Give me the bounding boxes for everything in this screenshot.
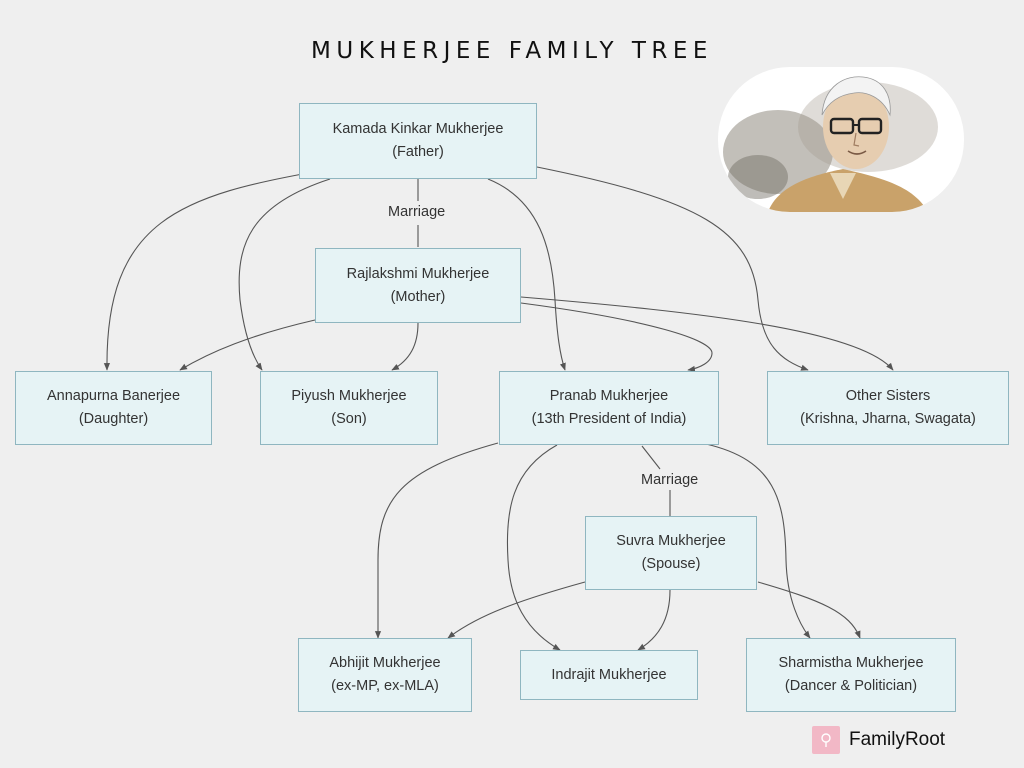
node-annapurna[interactable]: Annapurna Banerjee (Daughter): [15, 371, 212, 445]
node-sisters-name: Other Sisters: [845, 388, 931, 404]
edge-pranab-indrajit: [506, 444, 561, 651]
node-sharmistha-role: (Dancer & Politician): [784, 678, 918, 694]
node-father-role: (Father): [392, 144, 444, 160]
brand-name: FamilyRoot: [849, 729, 946, 750]
node-abhijit[interactable]: Abhijit Mukherjee (ex-MP, ex-MLA): [298, 638, 472, 712]
edge-suvra-abhijit: [447, 581, 586, 639]
edge-mother-pranab: [520, 302, 713, 372]
node-suvra-name: Suvra Mukherjee: [616, 533, 726, 549]
node-mother[interactable]: Rajlakshmi Mukherjee (Mother): [315, 248, 521, 323]
node-sisters-role: (Krishna, Jharna, Swagata): [800, 411, 976, 427]
edge-pranab-marriage-a: [641, 445, 661, 470]
node-mother-role: (Mother): [390, 288, 446, 305]
edge-mother-sisters: [520, 296, 894, 371]
node-annapurna-role: (Daughter): [78, 411, 149, 427]
node-piyush-name: Piyush Mukherjee: [291, 388, 407, 404]
edge-father-annapurna: [103, 169, 326, 371]
edge-father-sisters: [536, 166, 809, 371]
node-mother-name: Rajlakshmi Mukherjee: [346, 265, 490, 282]
node-pranab[interactable]: Pranab Mukherjee (13th President of Indi…: [499, 371, 719, 445]
node-sharmistha[interactable]: Sharmistha Mukherjee (Dancer & Politicia…: [746, 638, 956, 712]
edge-suvra-indrajit: [637, 589, 671, 651]
node-indrajit[interactable]: Indrajit Mukherjee: [520, 650, 698, 700]
edge-label-parents-marriage: Marriage: [385, 203, 449, 221]
node-annapurna-name: Annapurna Banerjee: [46, 388, 181, 404]
portrait-illustration: [718, 67, 964, 212]
node-pranab-role: (13th President of India): [531, 411, 687, 427]
familyroot-logo-icon: [812, 726, 840, 754]
node-suvra[interactable]: Suvra Mukherjee (Spouse): [585, 516, 757, 590]
edge-father-piyush: [238, 178, 331, 371]
page-title: MUKHERJEE FAMILY TREE: [311, 38, 713, 64]
node-suvra-role: (Spouse): [641, 556, 701, 572]
node-pranab-name: Pranab Mukherjee: [549, 388, 669, 404]
edge-father-pranab: [487, 178, 566, 371]
edge-pranab-abhijit: [374, 442, 499, 639]
edge-mother-annapurna: [179, 319, 316, 371]
node-abhijit-role: (ex-MP, ex-MLA): [331, 678, 439, 694]
edge-label-pranab-marriage: Marriage: [638, 471, 702, 489]
node-piyush[interactable]: Piyush Mukherjee (Son): [260, 371, 438, 445]
node-father[interactable]: Kamada Kinkar Mukherjee (Father): [299, 103, 537, 179]
edge-suvra-sharmistha: [757, 581, 861, 639]
node-sisters[interactable]: Other Sisters (Krishna, Jharna, Swagata): [767, 371, 1009, 445]
edge-mother-piyush: [391, 322, 419, 371]
node-father-name: Kamada Kinkar Mukherjee: [332, 121, 504, 137]
node-piyush-role: (Son): [331, 411, 367, 427]
node-sharmistha-name: Sharmistha Mukherjee: [778, 655, 924, 671]
edge-pranab-sharmistha: [705, 443, 811, 639]
brand: FamilyRoot: [812, 726, 945, 754]
node-indrajit-name: Indrajit Mukherjee: [551, 666, 667, 683]
node-abhijit-name: Abhijit Mukherjee: [329, 655, 441, 671]
